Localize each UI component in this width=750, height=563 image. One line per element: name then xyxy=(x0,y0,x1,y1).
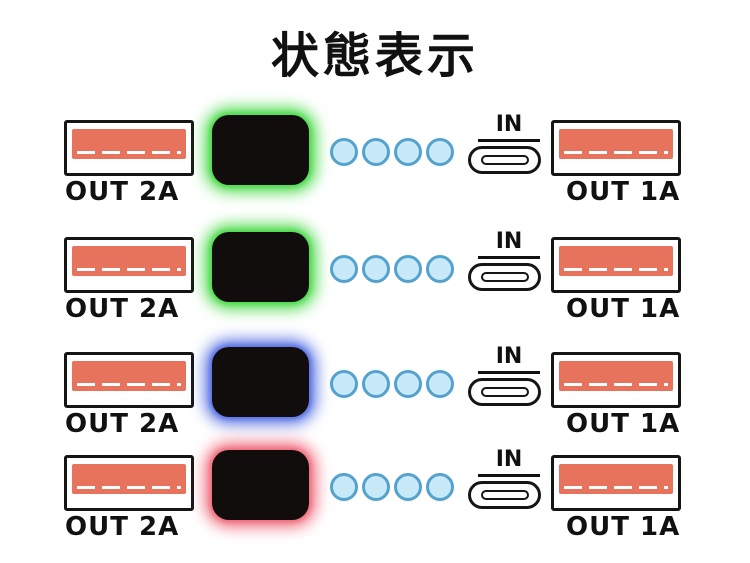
usb-contact-line xyxy=(564,151,668,154)
usb-contact-line xyxy=(77,383,181,386)
led-dot xyxy=(426,138,454,166)
usb-a-port-left xyxy=(64,455,194,511)
usb-c-slot xyxy=(480,155,529,165)
led-dot xyxy=(394,370,422,398)
led-dot xyxy=(394,138,422,166)
led-dot xyxy=(362,370,390,398)
usb-contact-line xyxy=(564,383,668,386)
led-dot xyxy=(362,255,390,283)
usb-a-port-right xyxy=(551,352,681,408)
led-dot xyxy=(330,255,358,283)
usb-a-tongue xyxy=(559,246,673,276)
led-dot xyxy=(394,255,422,283)
usb-a-port-left xyxy=(64,237,194,293)
led-dot xyxy=(362,473,390,501)
power-button-icon xyxy=(212,347,309,417)
out-1a-label: OUT 1A xyxy=(566,409,681,439)
usb-a-tongue xyxy=(559,464,673,494)
power-button-icon xyxy=(212,450,309,520)
usb-a-tongue xyxy=(72,129,186,159)
out-1a-label: OUT 1A xyxy=(566,512,681,542)
usb-a-port-left xyxy=(64,120,194,176)
usb-contact-line xyxy=(77,486,181,489)
out-2a-label: OUT 2A xyxy=(65,512,180,542)
usb-c-port-icon xyxy=(468,146,541,174)
power-button-icon xyxy=(212,232,309,302)
usb-c-slot xyxy=(480,387,529,397)
usb-contact-line xyxy=(77,268,181,271)
led-dot xyxy=(426,370,454,398)
in-label: IN xyxy=(478,229,540,260)
usb-a-port-right xyxy=(551,455,681,511)
usb-c-slot xyxy=(480,272,529,282)
out-2a-label: OUT 2A xyxy=(65,177,180,207)
led-dot xyxy=(330,138,358,166)
in-label: IN xyxy=(478,112,540,143)
status-row-2: OUT 2A IN OUT 1A xyxy=(0,229,750,347)
led-indicators xyxy=(330,473,454,501)
in-label: IN xyxy=(478,447,540,478)
usb-a-tongue xyxy=(559,129,673,159)
led-dot xyxy=(426,255,454,283)
led-dot xyxy=(330,473,358,501)
usb-contact-line xyxy=(77,151,181,154)
usb-a-tongue xyxy=(72,464,186,494)
led-dot xyxy=(330,370,358,398)
status-row-4: OUT 2A IN OUT 1A xyxy=(0,447,750,563)
power-button-icon xyxy=(212,115,309,185)
led-indicators xyxy=(330,255,454,283)
led-indicators xyxy=(330,370,454,398)
usb-c-port-icon xyxy=(468,263,541,291)
usb-c-slot xyxy=(480,490,529,500)
usb-contact-line xyxy=(564,268,668,271)
usb-contact-line xyxy=(564,486,668,489)
usb-a-port-left xyxy=(64,352,194,408)
out-2a-label: OUT 2A xyxy=(65,294,180,324)
usb-a-port-right xyxy=(551,120,681,176)
out-1a-label: OUT 1A xyxy=(566,294,681,324)
usb-a-port-right xyxy=(551,237,681,293)
out-2a-label: OUT 2A xyxy=(65,409,180,439)
in-label: IN xyxy=(478,344,540,375)
usb-a-tongue xyxy=(72,246,186,276)
status-row-1: OUT 2A IN OUT 1A xyxy=(0,112,750,230)
led-dot xyxy=(394,473,422,501)
status-row-3: OUT 2A IN OUT 1A xyxy=(0,344,750,462)
led-dot xyxy=(426,473,454,501)
led-dot xyxy=(362,138,390,166)
usb-c-port-icon xyxy=(468,481,541,509)
led-indicators xyxy=(330,138,454,166)
usb-c-port-icon xyxy=(468,378,541,406)
out-1a-label: OUT 1A xyxy=(566,177,681,207)
page-title: 状態表示 xyxy=(270,28,479,84)
usb-a-tongue xyxy=(72,361,186,391)
usb-a-tongue xyxy=(559,361,673,391)
